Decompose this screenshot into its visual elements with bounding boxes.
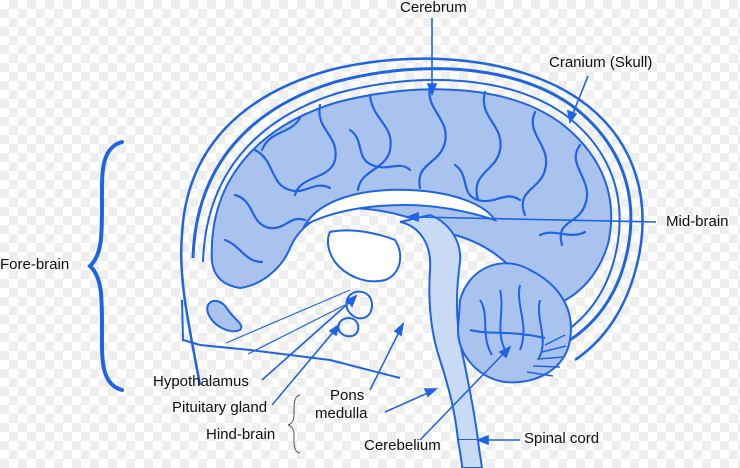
hind-brain-brace bbox=[288, 395, 300, 453]
cranium-label: Cranium (Skull) bbox=[549, 54, 652, 71]
pons-label: Pons bbox=[330, 387, 364, 404]
pituitary-label: Pituitary gland bbox=[172, 399, 267, 416]
sinus-shape bbox=[207, 301, 241, 331]
thalamus-region bbox=[328, 230, 400, 281]
spinal-cord-shape bbox=[458, 440, 482, 468]
cerebellum-label: Cerebelium bbox=[364, 437, 441, 454]
cerebrum-label: Cerebrum bbox=[400, 0, 467, 16]
medulla-label: medulla bbox=[315, 405, 368, 422]
midbrain-label: Mid-brain bbox=[666, 213, 729, 230]
fore-brain-brace bbox=[90, 142, 122, 390]
hindbrain-label: Hind-brain bbox=[206, 426, 275, 443]
spinal-cord-label: Spinal cord bbox=[524, 430, 599, 447]
forebrain-label: Fore-brain bbox=[0, 256, 69, 273]
hypothalamus-label: Hypothalamus bbox=[153, 373, 249, 390]
pituitary-shape bbox=[338, 318, 358, 336]
